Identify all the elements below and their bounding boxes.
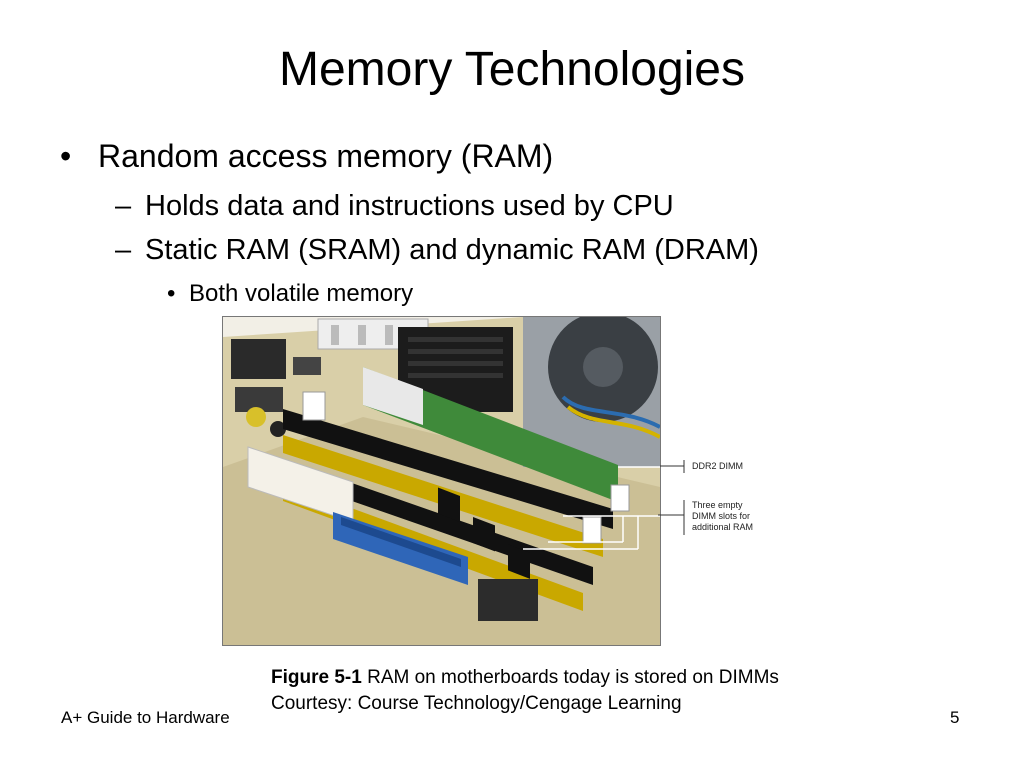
dash-marker: – <box>115 234 132 266</box>
sub-bullet-text: Holds data and instructions used by CPU <box>145 190 674 222</box>
callout-leader-lines <box>658 460 685 535</box>
callout-empty-slots-line3: additional RAM <box>692 522 754 532</box>
figure-label: Figure 5-1 <box>271 667 362 688</box>
slide-number: 5 <box>950 708 960 727</box>
caption-line1: Figure 5-1 RAM on motherboards today is … <box>271 665 779 691</box>
caption-credit: Courtesy: Course Technology/Cengage Lear… <box>271 693 682 714</box>
motherboard-illustration <box>223 312 681 645</box>
dash-marker: – <box>115 190 132 222</box>
callout-empty-slots-line1: Three empty <box>692 500 743 510</box>
bullet-marker: • <box>167 280 176 307</box>
callout-empty-slots-line2: DIMM slots for <box>692 511 751 521</box>
figure-caption: Figure 5-1 RAM on motherboards today is … <box>271 665 779 717</box>
sub-bullet: –Static RAM (SRAM) and dynamic RAM (DRAM… <box>115 234 759 267</box>
bullet-level1: • Random access memory (RAM) <box>60 138 553 175</box>
sub-bullet-text: Static RAM (SRAM) and dynamic RAM (DRAM) <box>145 234 759 266</box>
caption-text: RAM on motherboards today is stored on D… <box>361 667 779 688</box>
motherboard-photo <box>222 312 681 646</box>
sub-sub-bullet-text: Both volatile memory <box>189 280 414 307</box>
footer-book-title: A+ Guide to Hardware <box>61 708 230 727</box>
bullet-level1-text: Random access memory (RAM) <box>98 138 554 174</box>
callout-ddr2-dimm: DDR2 DIMM <box>692 461 743 471</box>
slide-title: Memory Technologies <box>278 43 745 96</box>
sub-bullet: –Holds data and instructions used by CPU <box>115 190 674 223</box>
bullet-marker: • <box>60 138 72 174</box>
sub-sub-bullet: • Both volatile memory <box>167 280 413 308</box>
